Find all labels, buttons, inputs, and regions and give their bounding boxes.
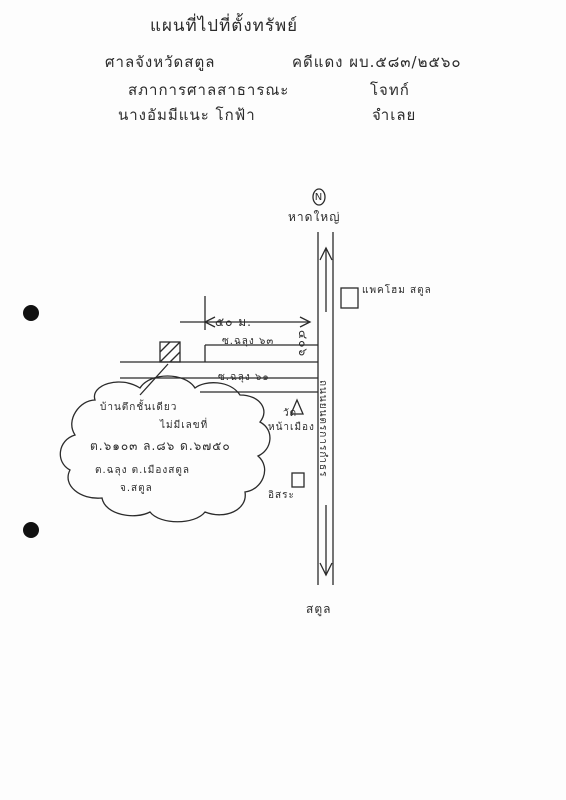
temple-triangle [290,398,304,415]
distance-arrow-right [299,316,312,328]
distance-label: ๕๐ ม. [215,315,252,329]
north-label: หาดใหญ่ [288,210,341,224]
defendant-label: จำเลย [372,106,417,124]
pointer-line [139,363,169,396]
landmark-bottom-label: อิสระ [268,490,295,501]
document-title: แผนที่ไปที่ตั้งทรัพย์ [150,16,299,36]
south-arrow-head [319,562,333,577]
soi-lower-label: ซ.ฉลุง ๖๑ [218,372,270,383]
north-arrow-head [319,246,333,261]
cloud-text-5: จ.สตูล [120,483,153,494]
landmark-top-label: แพคโฮม สตูล [362,285,432,296]
temple-sub-label: หน้าเมือง [268,422,315,433]
cloud-text-4: ต.ฉลุง ต.เมืองสตูล [95,465,190,476]
south-label: สตูล [306,602,332,616]
landmark-box-bottom [291,472,305,488]
plaintiff-name: สภาการศาลสาธารณะ [128,81,290,99]
cloud-text-3: ต.๖๑๐๓ ล.๘๖ ด.๖๗๕๐ [90,439,231,453]
cloud-text-2: ไม่มีเลขที่ [160,420,209,431]
plaintiff-label: โจทก์ [370,81,410,99]
landmark-box-top [340,287,359,309]
case-number: คดีแดง ผบ.๕๘๓/๒๕๖๐ [292,53,462,71]
binder-hole-top [23,305,39,321]
north-symbol-letter: N [314,192,324,203]
binder-hole-bottom [23,522,39,538]
north-symbol [312,188,326,206]
court-name: ศาลจังหวัดสตูล [105,53,216,71]
defendant-name: นางอัมมีแนะ โกฟ้า [118,106,256,124]
soi-upper-label: ซ.ฉลุง ๖๓ [222,336,275,347]
cloud-outline [59,375,271,523]
temple-label: วัด [283,408,298,419]
highway-number: ๔๐๖ [296,330,310,358]
cloud-text-1: บ้านตึกชั้นเดียว [100,402,178,413]
highway-name: ถนนยนตรการกำธร [317,380,328,478]
